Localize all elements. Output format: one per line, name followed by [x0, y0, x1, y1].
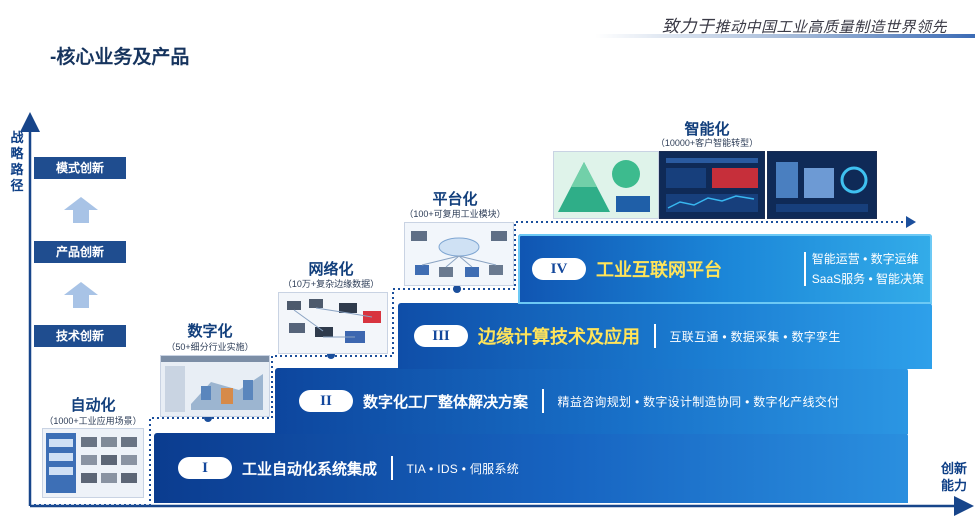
platform-title-industrial-internet: 工业互联网平台 — [596, 260, 722, 280]
network-topology-image — [278, 292, 388, 354]
up-arrow-icon — [64, 197, 98, 223]
separator — [654, 324, 656, 348]
staircase-path — [34, 221, 910, 506]
slogan-text: 推动中国工业高质量制造世界领先 — [714, 19, 947, 36]
slogan-underline — [595, 34, 975, 38]
stage-digital-title: 数字化 — [187, 323, 233, 340]
intelligent-pyramid-image — [553, 151, 659, 219]
platform-items-automation: TIA • IDS • 伺服系统 — [406, 461, 520, 476]
platform-items-edge-computing: 互联互通 • 数据采集 • 数字孪生 — [669, 329, 841, 344]
page-title: -核心业务及产品 — [50, 47, 190, 68]
stage-network-title: 网络化 — [308, 261, 354, 278]
ladder-tech-innovation: 技术创新 — [34, 325, 126, 347]
roman-numeral-1: I — [178, 457, 232, 479]
platform-step-4: IV 工业互联网平台 智能运营 • 数字运维 SaaS服务 • 智能决策 — [518, 234, 932, 304]
stage-intelligent-title: 智能化 — [684, 121, 730, 138]
roman-numeral-2: II — [299, 390, 353, 412]
platform-step-1: I 工业自动化系统集成 TIA • IDS • 伺服系统 — [154, 433, 908, 503]
platform-step-3: III 边缘计算技术及应用 互联互通 • 数据采集 • 数字孪生 — [398, 303, 932, 369]
separator — [391, 456, 393, 480]
automation-products-image — [42, 428, 144, 498]
platform-items-digital-factory: 精益咨询规划 • 数字设计制造协同 • 数字化产线交付 — [557, 394, 840, 409]
stage-network-subtitle: （10万+复杂边缘数据） — [282, 279, 380, 289]
ladder-model-innovation: 模式创新 — [34, 157, 126, 179]
stage-digital-subtitle: （50+细分行业实施） — [166, 342, 254, 352]
stage-marker-dot — [204, 414, 212, 422]
staircase-arrow — [906, 216, 916, 228]
roman-numeral-4: IV — [532, 258, 586, 280]
stage-platform-title: 平台化 — [432, 191, 478, 208]
stage-marker-dot — [327, 351, 335, 359]
platform-items-industrial-internet: 智能运营 • 数字运维 SaaS服务 • 智能决策 — [811, 252, 924, 286]
stage-automation-title: 自动化 — [70, 397, 116, 414]
platform-title-automation: 工业自动化系统集成 — [242, 460, 378, 478]
platform-modules-image — [404, 222, 514, 286]
platform-title-edge-computing: 边缘计算技术及应用 — [478, 327, 640, 347]
stage-platform-subtitle: （100+可复用工业模块） — [404, 209, 506, 219]
ladder-product-innovation: 产品创新 — [34, 241, 126, 263]
digital-factory-image — [160, 355, 270, 417]
separator — [542, 389, 544, 413]
intelligent-equipment-image — [767, 151, 877, 219]
platform-step-2: II 数字化工厂整体解决方案 精益咨询规划 • 数字设计制造协同 • 数字化产线… — [275, 368, 908, 434]
vertical-axis-label: 战略路径 — [10, 130, 24, 193]
separator — [804, 252, 806, 286]
up-arrow-icon — [64, 282, 98, 308]
horizontal-axis-label: 创新 能力 — [940, 461, 967, 493]
intelligent-dashboard-image — [659, 151, 765, 219]
stage-marker-dot — [453, 285, 461, 293]
stage-automation-subtitle: （1000+工业应用场景） — [44, 416, 142, 426]
slogan: 致力于推动中国工业高质量制造世界领先 — [662, 12, 947, 37]
platform-title-digital-factory: 数字化工厂整体解决方案 — [363, 393, 529, 411]
roman-numeral-3: III — [414, 325, 468, 347]
slogan-emphasis: 致力于 — [661, 17, 715, 36]
stage-intelligent-subtitle: （10000+客户智能转型） — [655, 138, 759, 148]
